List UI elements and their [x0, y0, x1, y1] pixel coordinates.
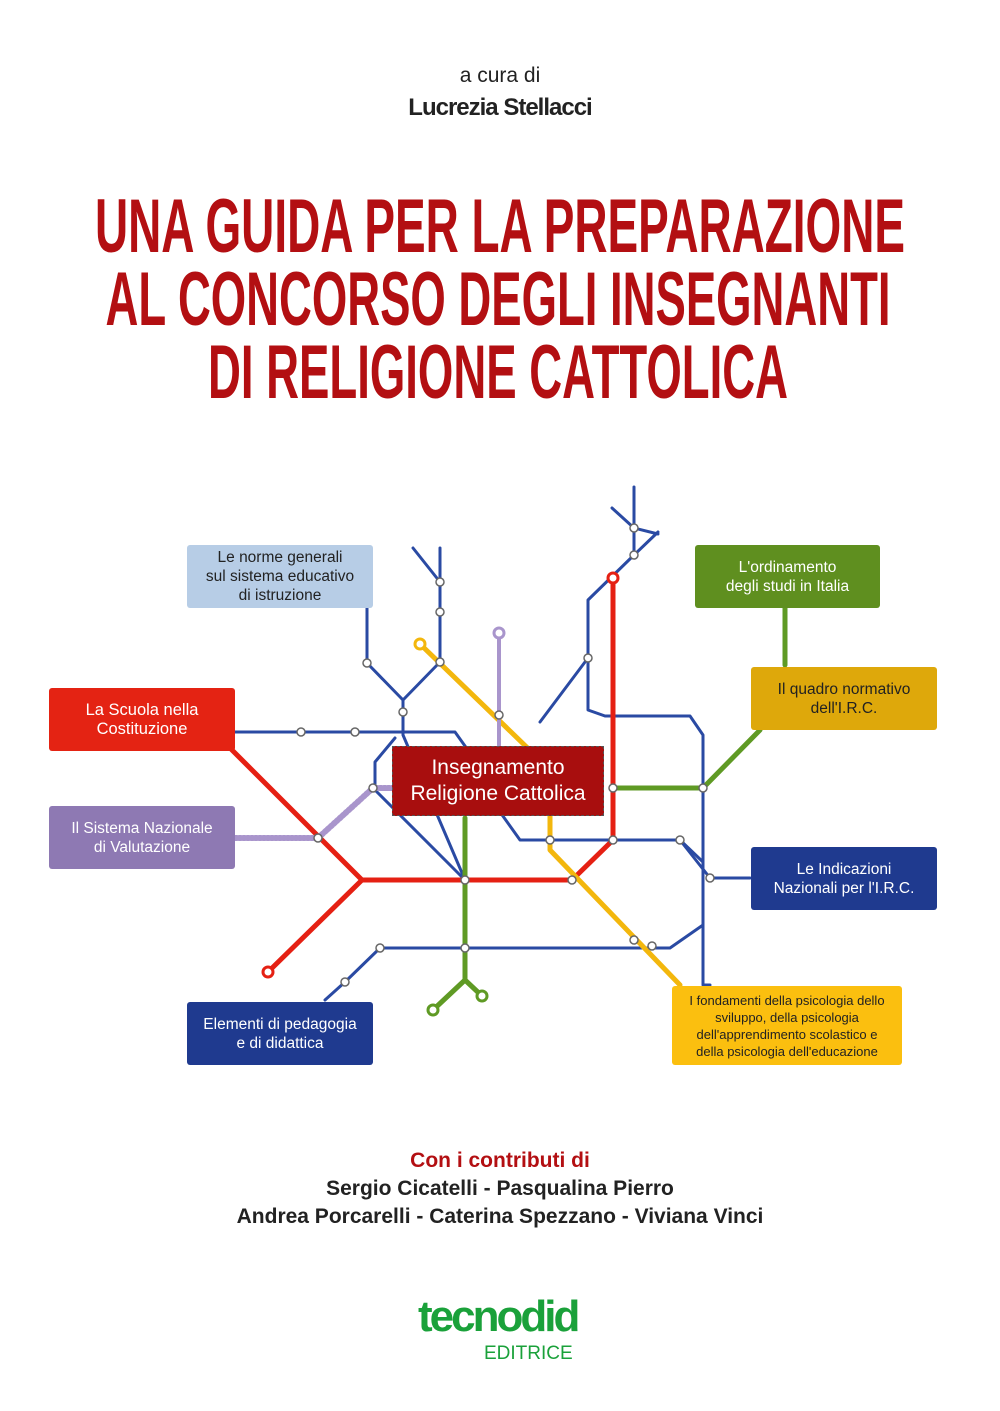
box-ordinamento-studi: L'ordinamento degli studi in Italia [695, 545, 880, 608]
box-fondamenti-psicologia: I fondamenti della psicologia dello svil… [672, 986, 902, 1065]
box-indicazioni-nazionali: Le Indicazioni Nazionali per l'I.R.C. [751, 847, 937, 910]
purple-dotted-line [232, 785, 395, 841]
publisher-name: tecnodid [418, 1292, 580, 1341]
box-label: Elementi di pedagogia e di didattica [203, 1015, 357, 1052]
editor-name: Lucrezia Stellacci [408, 94, 592, 121]
box-quadro-normativo: Il quadro normativo dell'I.R.C. [751, 667, 937, 730]
contributors-line-1: Sergio Cicatelli - Pasqualina Pierro [326, 1177, 674, 1200]
box-pedagogia-didattica: Elementi di pedagogia e di didattica [187, 1002, 373, 1065]
box-norme-generali: Le norme generali sul sistema educativo … [187, 545, 373, 608]
box-label: L'ordinamento degli studi in Italia [725, 558, 850, 595]
contributors-line-2: Andrea Porcarelli - Caterina Spezzano - … [236, 1205, 764, 1228]
book-title: UNA GUIDA PER LA PREPARAZIONE AL CONCORS… [95, 184, 905, 415]
publisher-sub: EDITRICE [484, 1343, 573, 1364]
box-label: Le Indicazioni Nazionali per l'I.R.C. [773, 860, 915, 897]
title-line-1: UNA GUIDA PER LA PREPARAZIONE [95, 184, 905, 269]
publisher-logo: tecnodid EDITRICE [418, 1294, 582, 1366]
stations [296, 523, 715, 987]
central-node-line-2: Religione Cattolica [410, 782, 586, 805]
blue-lines [233, 485, 752, 1002]
title-line-2: AL CONCORSO DEGLI INSEGNANTI [106, 257, 891, 342]
box-label: Il Sistema Nazionale di Valutazione [71, 819, 213, 856]
box-label: La Scuola nella Costituzione [85, 700, 199, 738]
box-label: Le norme generali sul sistema educativo … [205, 549, 355, 604]
central-node-line-1: Insegnamento [431, 756, 565, 779]
editor-prefix: a cura di [459, 64, 541, 87]
box-label: Il quadro normativo dell'I.R.C. [777, 680, 911, 717]
box-label: I fondamenti della psicologia dello svil… [689, 992, 885, 1059]
box-scuola-costituzione: La Scuola nella Costituzione [49, 688, 235, 751]
title-line-3: DI RELIGIONE CATTOLICA [208, 330, 788, 415]
box-sistema-valutazione: Il Sistema Nazionale di Valutazione [49, 806, 235, 869]
contributors-heading: Con i contributi di [410, 1149, 590, 1172]
